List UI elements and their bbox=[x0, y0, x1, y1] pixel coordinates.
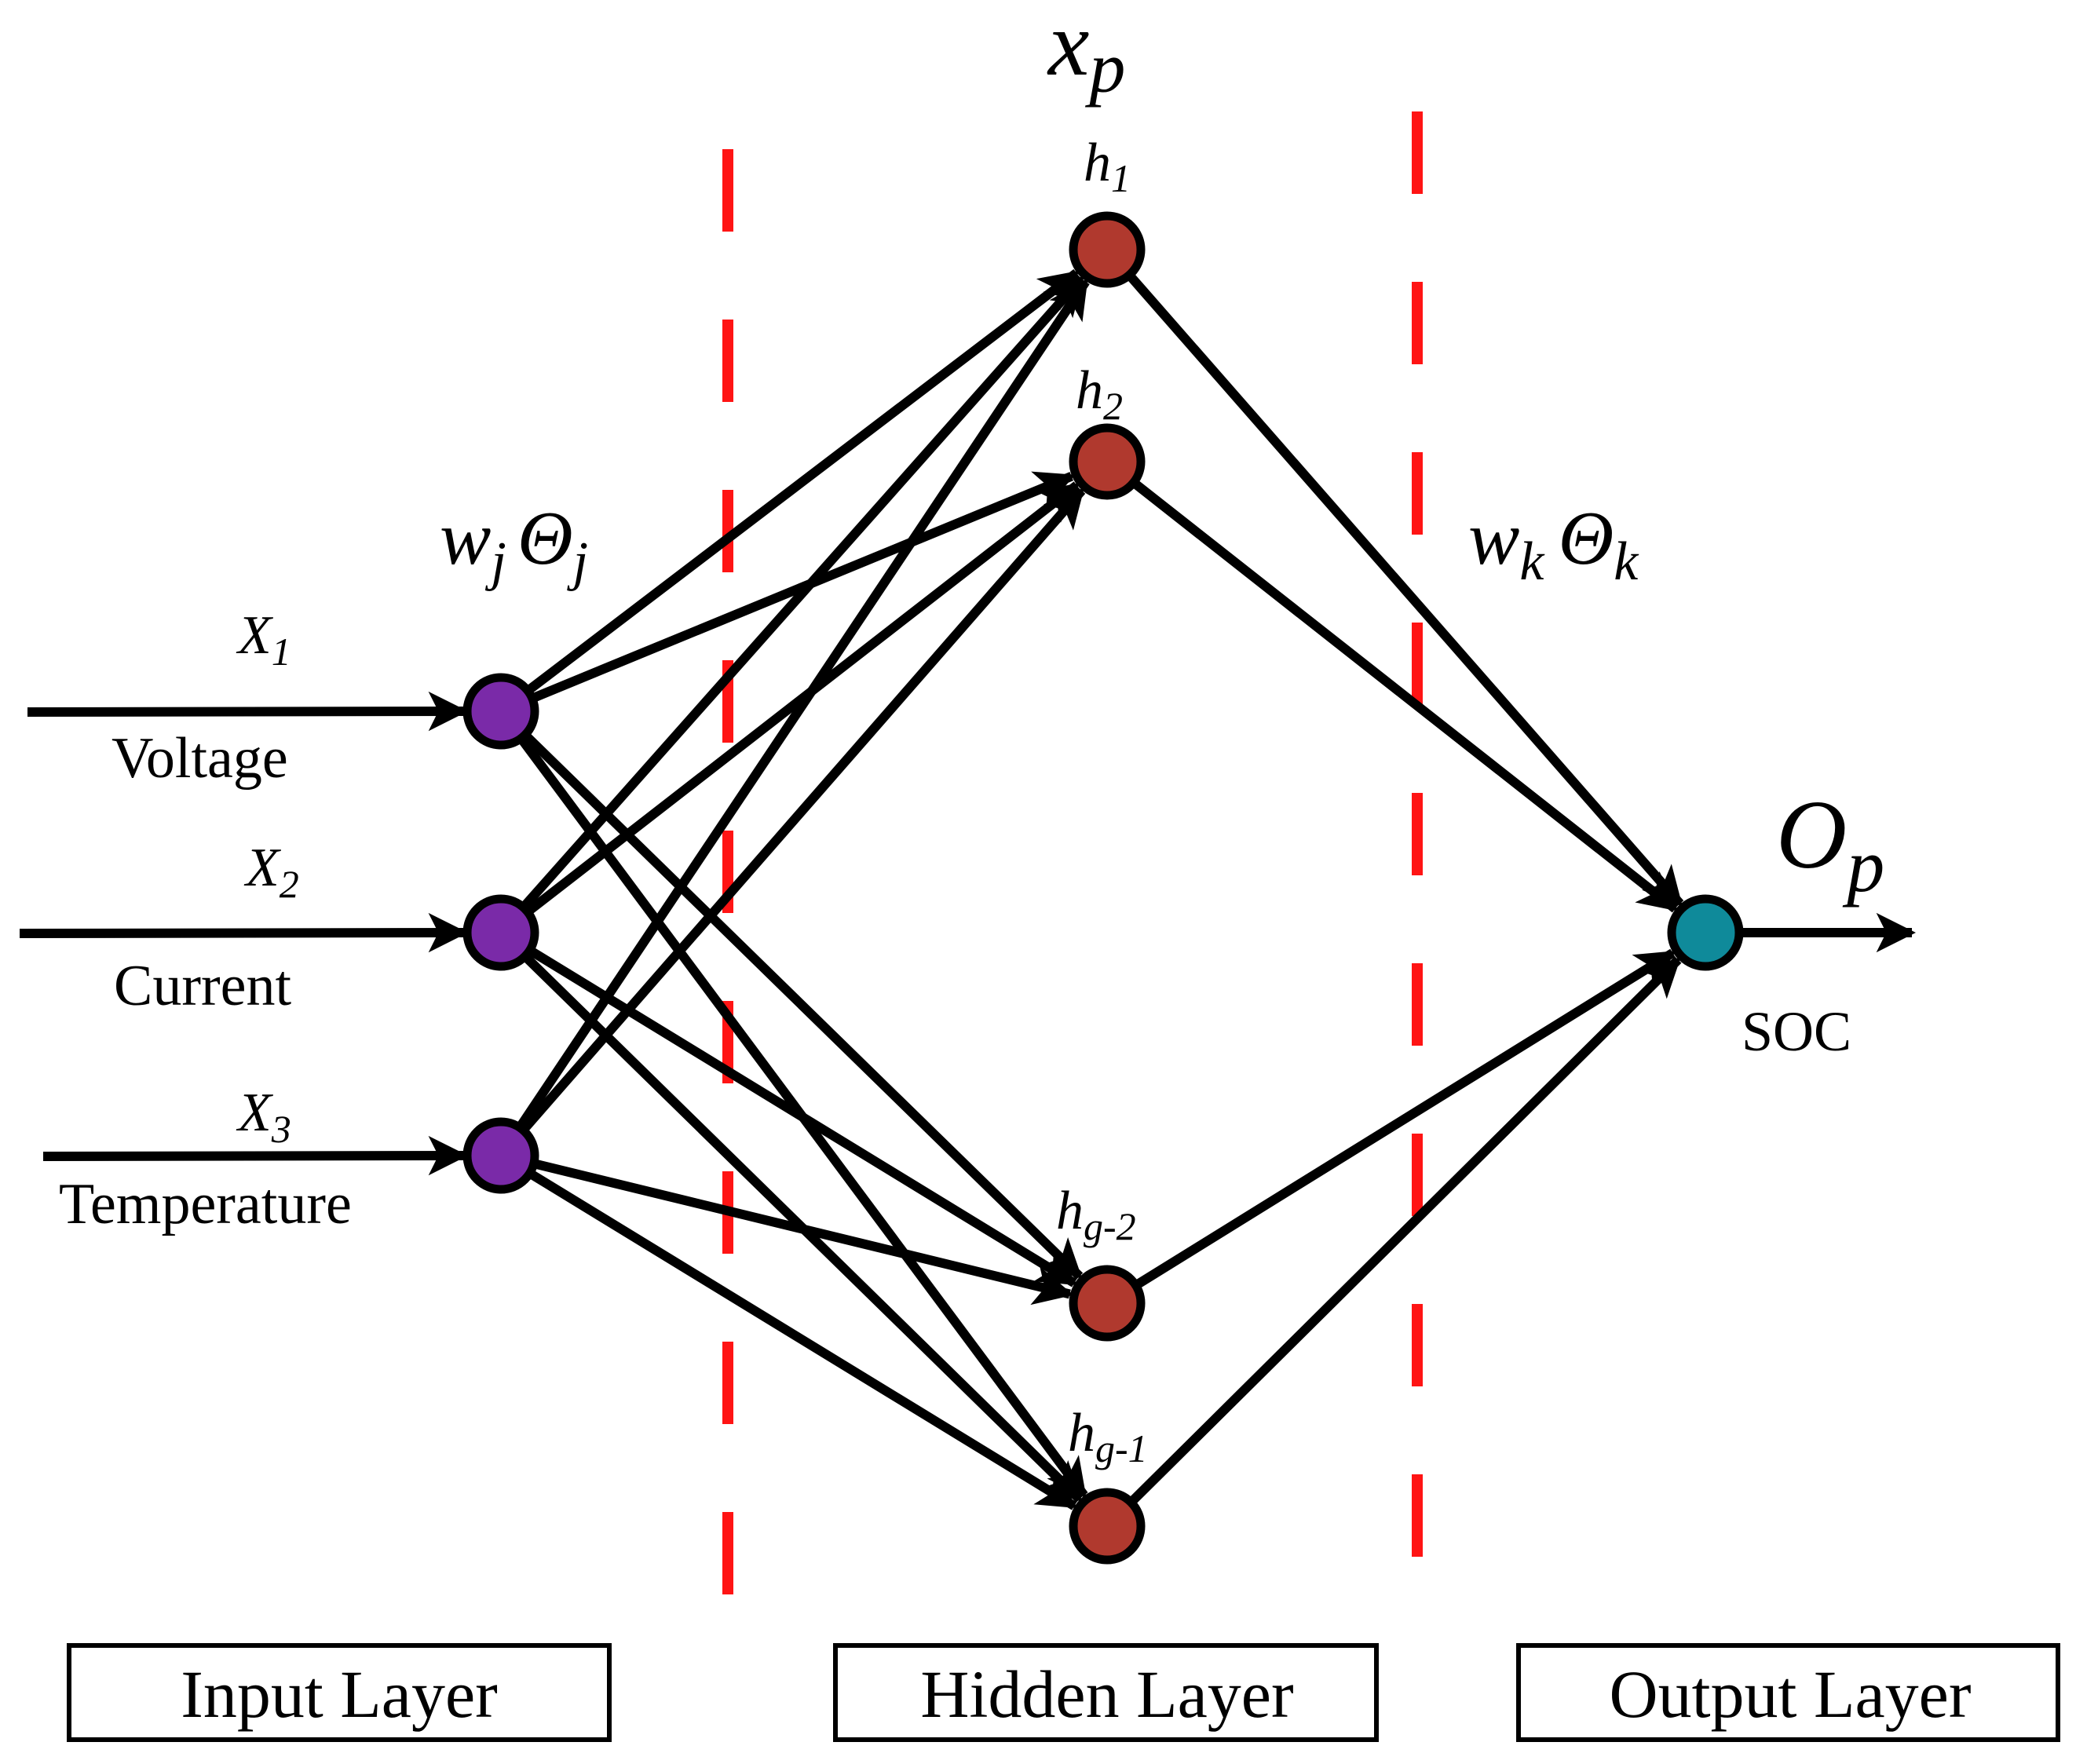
edge-in1-h2 bbox=[527, 471, 1076, 704]
input-label-1: X1 bbox=[236, 605, 291, 674]
edge-in1-h3 bbox=[519, 729, 1084, 1280]
input-layer-box bbox=[67, 1643, 612, 1742]
hidden-node-1 bbox=[1069, 211, 1146, 288]
edge-in3-h2 bbox=[517, 487, 1086, 1136]
edge-h3-out bbox=[1130, 948, 1676, 1291]
hidden-node-2 bbox=[1069, 423, 1146, 500]
edge-in3-h3 bbox=[529, 1158, 1074, 1306]
nodes bbox=[462, 211, 1744, 1565]
hidden-label-2: h2 bbox=[1076, 360, 1123, 428]
input-layer-label: Input Layer bbox=[181, 1656, 498, 1732]
hidden-layer-label: Hidden Layer bbox=[920, 1656, 1293, 1732]
input-name-3: Temperature bbox=[59, 1172, 352, 1236]
hidden-label-4: hg-1 bbox=[1068, 1403, 1148, 1470]
hidden-node-4 bbox=[1069, 1488, 1146, 1565]
hidden-vector-label: xp bbox=[1047, 0, 1125, 108]
edge-in3-h4 bbox=[524, 1167, 1078, 1510]
hidden-node-3 bbox=[1069, 1265, 1146, 1342]
output-layer-label: Output Layer bbox=[1610, 1656, 1972, 1732]
edge-h1-out bbox=[1124, 269, 1684, 908]
input-name-2: Current bbox=[114, 954, 291, 1018]
connections bbox=[19, 268, 1917, 1510]
input-arrow-1 bbox=[27, 691, 469, 732]
hidden-layer-box bbox=[833, 1643, 1379, 1742]
input-label-2: X2 bbox=[243, 838, 299, 906]
output-name: SOC bbox=[1742, 1000, 1851, 1063]
output-node bbox=[1667, 894, 1744, 971]
output-layer-box bbox=[1516, 1643, 2060, 1742]
input-node-1 bbox=[462, 673, 539, 750]
input-label-3: X3 bbox=[236, 1083, 291, 1151]
edge-in1-h1 bbox=[522, 268, 1080, 697]
hidden-label-1: h1 bbox=[1084, 133, 1131, 200]
hidden-label-3: hg-2 bbox=[1056, 1181, 1136, 1248]
edge-in2-h1 bbox=[517, 275, 1085, 913]
input-node-3 bbox=[462, 1117, 539, 1194]
edge-h4-out bbox=[1125, 956, 1682, 1508]
input-node-2 bbox=[462, 894, 539, 971]
edge-in3-h1 bbox=[514, 278, 1090, 1133]
input-name-1: Voltage bbox=[111, 726, 288, 791]
edge-in2-h3 bbox=[524, 944, 1078, 1287]
output-label: Op bbox=[1776, 781, 1884, 908]
edge-h2-out bbox=[1128, 477, 1679, 913]
